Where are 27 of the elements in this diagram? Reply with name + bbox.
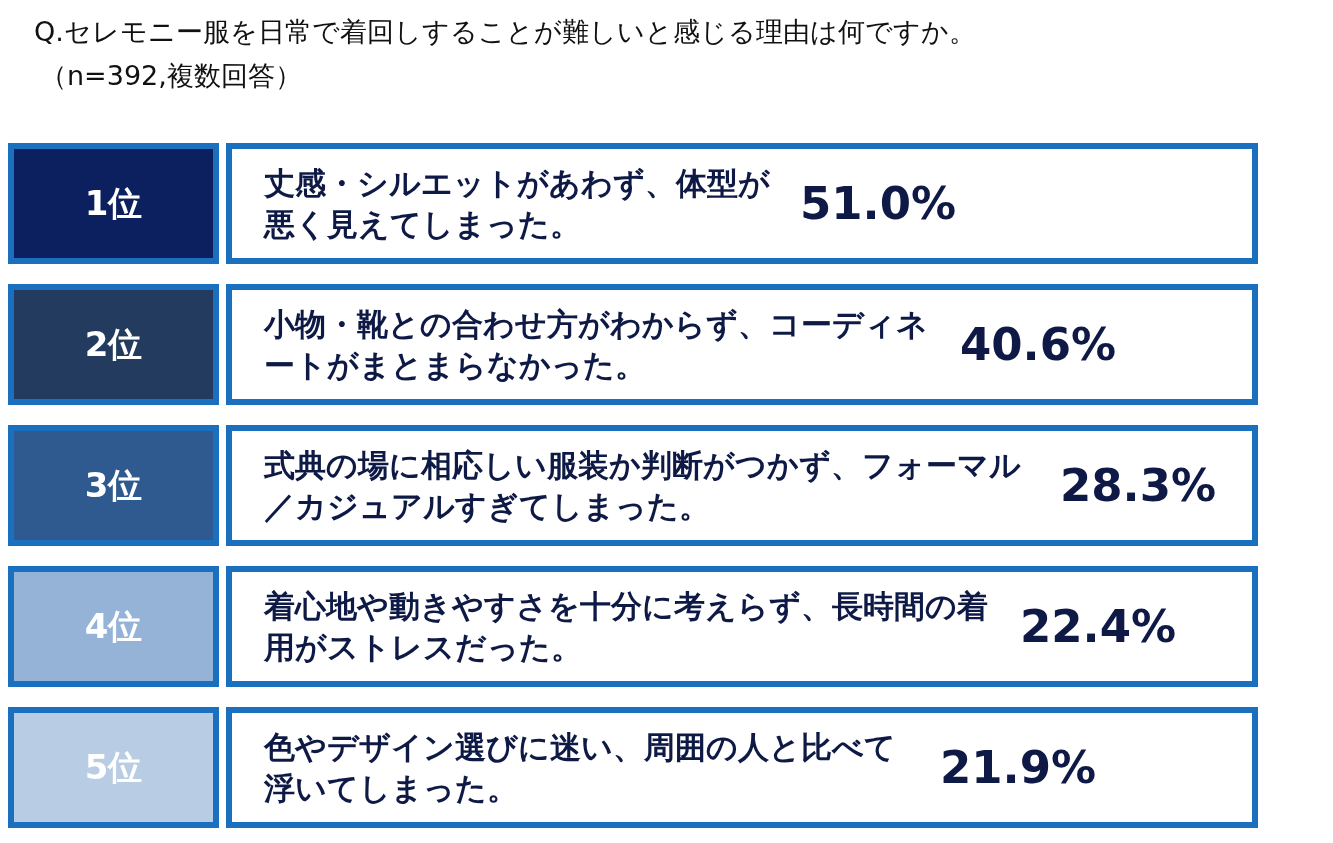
rank-label: 4位 <box>84 604 143 648</box>
rank-label: 3位 <box>84 463 143 507</box>
reason-box <box>226 425 1258 546</box>
reason-box <box>226 143 1258 264</box>
rank-box <box>8 566 219 687</box>
rank-box <box>8 707 219 828</box>
percentage-value: 21.9% <box>940 741 1097 794</box>
reason-box <box>226 566 1258 687</box>
percentage-value: 28.3% <box>1060 459 1217 512</box>
rank-box <box>8 425 219 546</box>
rank-box <box>8 284 219 405</box>
reason-text: 式典の場に相応しい服装か判断がつかず、フォーマル／カジュアルすぎてしまった。 <box>264 446 1022 526</box>
percentage-value: 51.0% <box>800 177 957 230</box>
rank-label: 2位 <box>84 322 143 366</box>
percentage-value: 22.4% <box>1020 600 1177 653</box>
reason-text: 小物・靴との合わせ方がわからず、コーディネートがまとまらなかった。 <box>264 305 929 385</box>
sample-note: （n=392,複数回答） <box>40 59 302 93</box>
reason-text: 丈感・シルエットがあわず、体型が悪く見えてしまった。 <box>264 164 771 244</box>
rank-label: 1位 <box>84 181 143 225</box>
reason-text: 色やデザイン選びに迷い、周囲の人と比べて浮いてしまった。 <box>264 728 897 808</box>
percentage-value: 40.6% <box>960 318 1117 371</box>
reason-box <box>226 707 1258 828</box>
question-title: Q.セレモニー服を日常で着回しすることが難しいと感じる理由は何ですか。 <box>34 15 976 49</box>
rank-label: 5位 <box>84 745 143 789</box>
reason-text: 着心地や動きやすさを十分に考えらず、長時間の着用がストレスだった。 <box>264 587 989 667</box>
reason-box <box>226 284 1258 405</box>
rank-box <box>8 143 219 264</box>
